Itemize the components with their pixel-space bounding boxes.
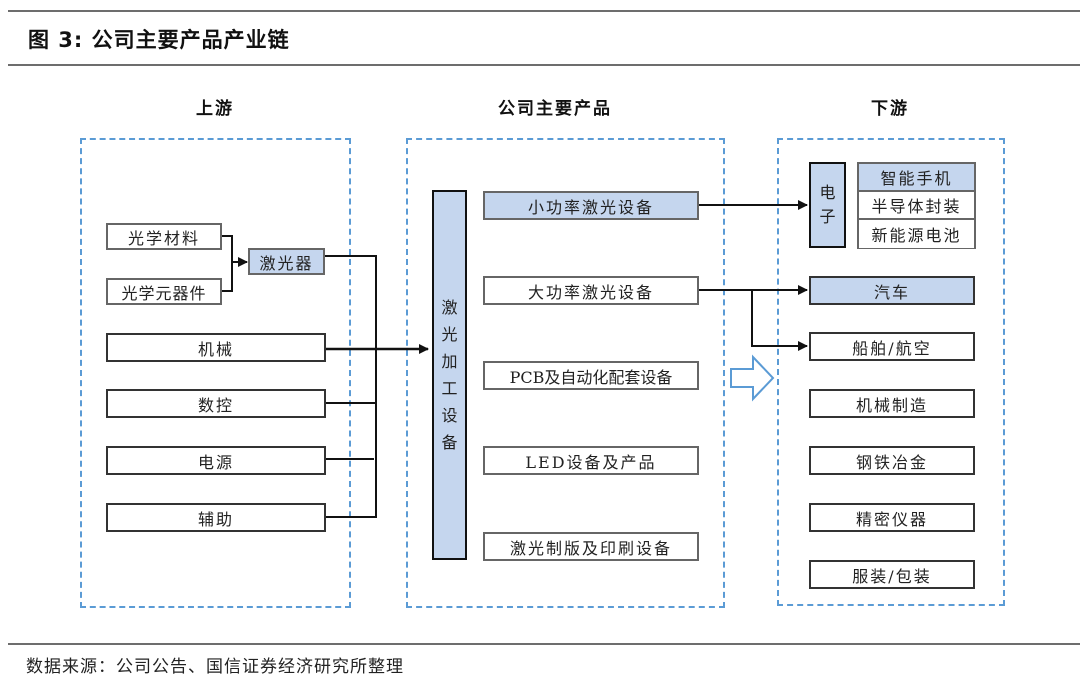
product-pcb-automation: PCB及自动化配套设备	[483, 361, 699, 390]
downstream-region	[777, 138, 1005, 606]
product-low-power-laser: 小功率激光设备	[483, 191, 699, 220]
core-char: 光	[441, 325, 458, 344]
optical-materials-box: 光学材料	[106, 223, 222, 250]
product-laser-printing: 激光制版及印刷设备	[483, 532, 699, 561]
electronics-box: 电 子	[809, 162, 846, 248]
products-region	[406, 138, 725, 608]
product-led: LED设备及产品	[483, 446, 699, 475]
upstream-item-auxiliary: 辅助	[106, 503, 326, 532]
downstream-machinery: 机械制造	[809, 389, 975, 418]
electronics-char: 电	[819, 183, 836, 202]
data-source: 数据来源：公司公告、国信证券经济研究所整理	[26, 657, 404, 677]
core-char: 加	[441, 352, 458, 371]
core-char: 工	[441, 379, 458, 398]
optical-materials-line	[222, 235, 233, 292]
electronics-sub-smartphone: 智能手机	[859, 164, 974, 192]
downstream-automobile: 汽车	[809, 276, 975, 305]
electronics-sub-list: 智能手机 半导体封装 新能源电池	[857, 162, 976, 249]
figure-title: 图 3: 公司主要产品产业链	[28, 28, 290, 52]
to-ship-line	[751, 290, 800, 347]
electronics-char: 子	[819, 207, 836, 226]
downstream-steel: 钢铁冶金	[809, 446, 975, 475]
upstream-item-power: 电源	[106, 446, 326, 475]
heading-downstream: 下游	[871, 99, 909, 119]
upstream-item-mechanical: 机械	[106, 333, 326, 362]
electronics-sub-battery: 新能源电池	[859, 220, 974, 248]
downstream-ship-aviation: 船舶/航空	[809, 332, 975, 361]
core-char: 备	[441, 433, 458, 452]
upstream-item-cnc: 数控	[106, 389, 326, 418]
core-char: 激	[441, 298, 458, 317]
electronics-sub-semiconductor: 半导体封装	[859, 192, 974, 220]
core-char: 设	[441, 406, 458, 425]
downstream-apparel-packaging: 服装/包装	[809, 560, 975, 589]
downstream-precision-instruments: 精密仪器	[809, 503, 975, 532]
laser-box: 激光器	[248, 248, 325, 275]
heading-products: 公司主要产品	[498, 99, 612, 119]
flow-arrow-icon	[730, 354, 775, 402]
laser-processing-equipment-box: 激 光 加 工 设 备	[432, 190, 467, 560]
heading-upstream: 上游	[196, 99, 234, 119]
source-rule	[8, 643, 1080, 645]
upstream-region	[80, 138, 351, 608]
optical-components-box: 光学元器件	[106, 278, 222, 305]
laser-line	[325, 255, 377, 518]
title-rule	[8, 64, 1080, 66]
product-high-power-laser: 大功率激光设备	[483, 276, 699, 305]
top-rule	[8, 10, 1080, 12]
